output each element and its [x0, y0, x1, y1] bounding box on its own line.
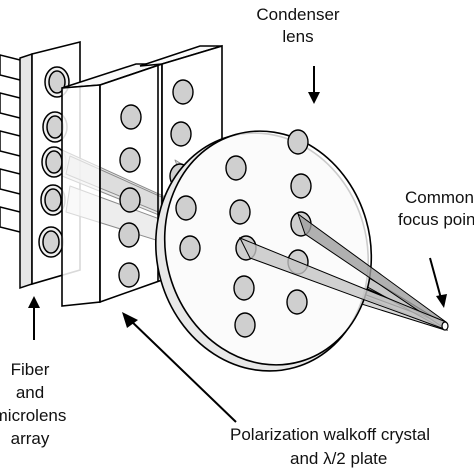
microlens [45, 150, 63, 174]
walkoff-label: and λ/2 plate [290, 449, 387, 468]
focus-arrow [429, 257, 443, 303]
microlens-set [38, 66, 70, 258]
fiber-microlens-array [0, 40, 81, 290]
condenser-label: Condenser [256, 5, 340, 24]
microlens [46, 115, 64, 139]
crystal-block-1-holes [118, 104, 142, 288]
common-focus-label: focus point [398, 210, 474, 229]
focus-point-icon [441, 321, 449, 331]
walkoff-arrow [127, 317, 237, 423]
microlens [48, 70, 66, 94]
fiber-label: Fiber [11, 360, 50, 379]
fiber-label: array [11, 429, 50, 448]
pointer-arrows [28, 66, 447, 423]
fiber-label: and [16, 383, 44, 402]
crystal-block-1-side [61, 84, 101, 307]
microlens [44, 188, 62, 212]
lens-face [163, 130, 373, 366]
microlens [42, 230, 60, 254]
condenser-label: lens [282, 27, 313, 46]
fiber-label: microlens [0, 406, 66, 425]
diagram-labels: Condenser lens Common focus point Fiber … [0, 5, 474, 468]
microlens-plate-side [19, 52, 33, 290]
walkoff-label: Polarization walkoff crystal [230, 425, 430, 444]
common-focus-label: Common [405, 188, 474, 207]
